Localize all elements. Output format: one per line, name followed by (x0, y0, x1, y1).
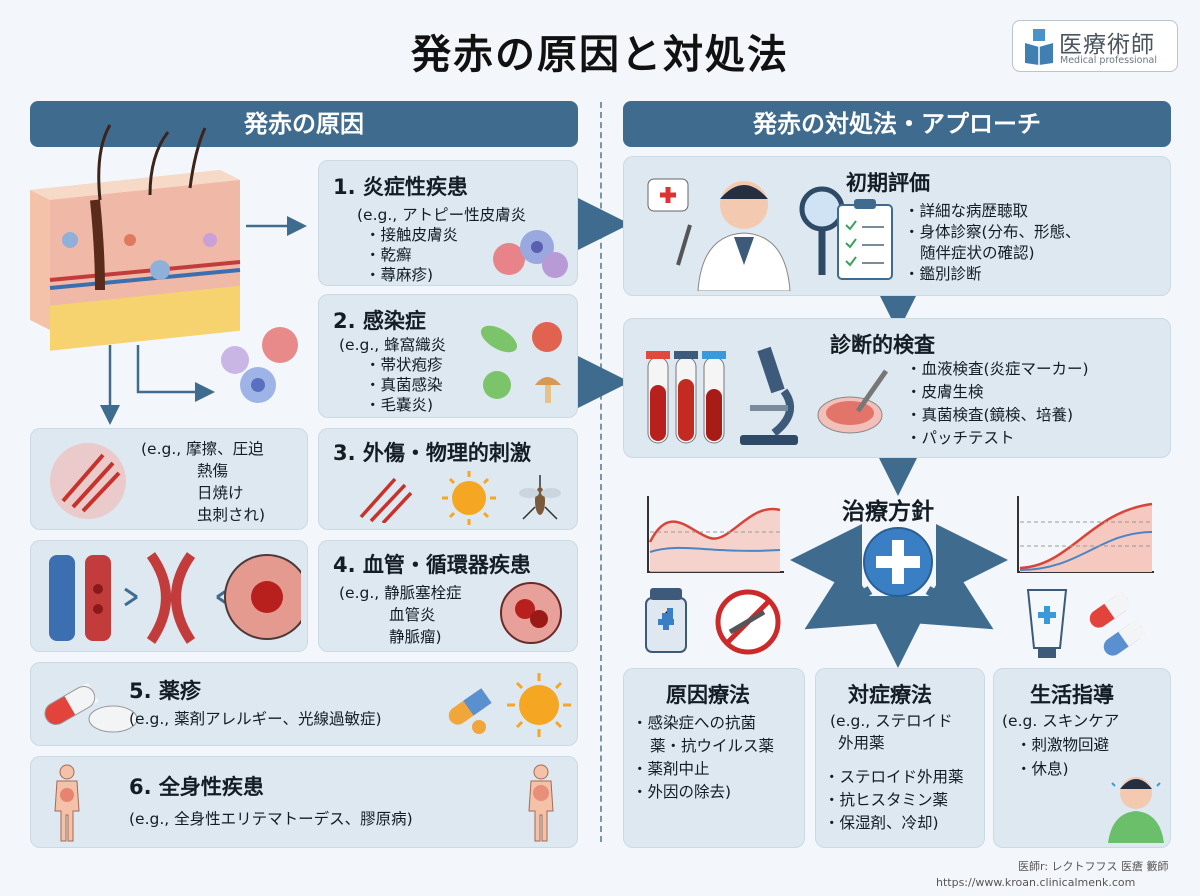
section-line: ・保湿剤、冷却) (824, 814, 939, 832)
lifestyle-guidance-card: 生活指導 (e.g. スキンケア ・刺激物回避 ・休息) (993, 668, 1171, 848)
cause-title: 1. 炎症性疾患 (333, 175, 468, 199)
human-body-icon (54, 764, 80, 842)
section-title: 生活指導 (1030, 683, 1114, 707)
section-line: ・刺激物回避 (1016, 736, 1110, 754)
section-line: ・抗ヒスタミン薬 (824, 791, 949, 809)
cause-line: (e.g., アトピー性皮膚炎 (357, 206, 527, 224)
section-line: ・鑑別診断 (904, 265, 982, 283)
footer-credit: 医師r: レクトフフス 医瘡 籔師 (1018, 860, 1169, 873)
section-line: ・身体診察(分布、形態、 (904, 223, 1081, 241)
cause-line: 熱傷 (197, 462, 229, 480)
cause-card-inflammatory: 1. 炎症性疾患 (e.g., アトピー性皮膚炎 ・接触皮膚炎 ・乾癬 ・蕁麻疹… (318, 160, 578, 286)
cause-line: ・毛嚢炎) (365, 396, 434, 414)
cause-title: 5. 薬疹 (129, 679, 201, 703)
medical-cross-icon (863, 527, 933, 597)
cause-line: ・帯状疱疹 (365, 356, 443, 374)
medicine-bottle-icon (645, 588, 781, 655)
vein-icon (49, 552, 301, 644)
initial-evaluation-card: 初期評価 ・詳細な病歴聴取 ・身体診察(分布、形態、 随伴症状の確認) ・鑑別診… (623, 156, 1171, 296)
section-line: ・血液検査(炎症マーカー) (906, 360, 1089, 378)
section-line: ・詳細な病歴聴取 (904, 202, 1029, 220)
section-title: 対症療法 (848, 683, 932, 707)
line-graph-icon (647, 496, 784, 573)
cause-card-drug: 5. 薬疹 (e.g., 薬剤アレルギー、光線過敏症) (30, 662, 578, 746)
cause-line: (e.g., 全身性エリテマトーデス、膠原病) (129, 810, 413, 828)
cause-line: ・真菌感染 (365, 376, 443, 394)
section-line: (e.g., ステロイド (830, 712, 953, 730)
clipboard-icon (837, 199, 893, 280)
section-line: 薬・抗ウイルス薬 (650, 737, 775, 755)
cause-card-trauma: 3. 外傷・物理的刺激 (318, 428, 578, 530)
line-graph-icon (1017, 496, 1154, 573)
capsule-icon (44, 682, 138, 733)
human-body-icon (528, 764, 554, 842)
causes-banner: 発赤の原因 (30, 101, 578, 147)
page-title: 発赤の原因と対処法 (411, 32, 789, 78)
cause-line: (e.g., 薬剤アレルギー、光線過敏症) (129, 710, 382, 728)
section-line: ・感染症への抗菌 (632, 714, 757, 732)
section-line: ・ステロイド外用薬 (824, 768, 964, 786)
cause-line: 静脈瘤) (389, 628, 442, 646)
cause-treatment-card: 原因療法 ・感染症への抗菌 薬・抗ウイルス薬 ・薬剤中止 ・外因の除去) (623, 668, 805, 848)
test-tube-icon (646, 351, 726, 444)
cause-title: 4. 血管・循環器疾患 (333, 553, 531, 577)
bacteria-icon (480, 322, 562, 403)
microscope-icon (740, 346, 798, 445)
cause-line: ・乾癬 (365, 246, 412, 264)
cause-line: (e.g., 摩擦、圧迫 (141, 440, 264, 458)
section-title: 初期評価 (846, 171, 930, 195)
doctor-icon (647, 178, 845, 291)
section-line: ・外因の除去) (632, 783, 732, 801)
cause-line: 血管炎 (389, 606, 436, 624)
section-line: ・パッチテスト (906, 429, 1015, 447)
section-line: 随伴症状の確認) (920, 244, 1035, 262)
section-line: ・皮膚生検 (906, 383, 984, 401)
cause-line: 日焼け (197, 484, 244, 502)
section-line: ・薬剤中止 (632, 760, 710, 778)
scratch-icon (359, 477, 413, 523)
sun-icon (442, 471, 496, 525)
logo-icon (1025, 29, 1053, 65)
cause-title: 2. 感染症 (333, 309, 426, 333)
diagnostic-tests-card: 診断的検査 ・血液検査(炎症マーカー) ・皮膚生検 ・真菌検査(鏡検、培養) ・… (623, 318, 1171, 458)
section-line: 外用薬 (838, 734, 885, 752)
treatment-plan-title: 治療方針 (842, 499, 934, 525)
section-line: ・真菌検査(鏡検、培養) (906, 406, 1074, 424)
cause-line: ・接触皮膚炎 (365, 226, 459, 244)
logo-text: 医療術師 (1059, 32, 1155, 58)
skin-cross-section-icon (30, 124, 241, 351)
symptomatic-treatment-card: 対症療法 (e.g., ステロイド 外用薬 ・ステロイド外用薬 ・抗ヒスタミン薬… (815, 668, 985, 848)
cause-line: (e.g., 蜂窩織炎 (339, 336, 447, 354)
cause-title: 3. 外傷・物理的刺激 (333, 441, 531, 465)
blood-clot-icon (500, 582, 562, 644)
cause-card-infection: 2. 感染症 (e.g., 蜂窩織炎 ・帯状疱疹 ・真菌感染 ・毛嚢炎) (318, 294, 578, 418)
cause-title: 6. 全身性疾患 (129, 775, 264, 799)
cause-card-vascular: 4. 血管・循環器疾患 (e.g., 静脈塞栓症 血管炎 静脈瘤) (318, 540, 578, 652)
footer-url: https://www.kroan.clinicalmenk.com (936, 876, 1136, 889)
section-line: (e.g. スキンケア (1002, 712, 1120, 730)
vascular-illustration-card (30, 540, 308, 652)
scratch-icon (50, 443, 126, 519)
trauma-example-card: (e.g., 摩擦、圧迫 熱傷 日焼け 虫刺され) (30, 428, 308, 530)
section-line: ・休息) (1016, 760, 1069, 778)
section-title: 診断的検査 (830, 333, 935, 357)
sun-icon (448, 673, 571, 737)
cause-line: (e.g., 静脈塞栓症 (339, 584, 462, 602)
mosquito-icon (519, 475, 561, 520)
logo: 医療術師 Medical professional (1012, 20, 1178, 72)
petri-dish-icon (817, 369, 889, 434)
approach-banner: 発赤の対処法・アプローチ (623, 101, 1171, 147)
cells-icon (493, 230, 568, 278)
patient-icon (1108, 777, 1164, 843)
cause-line: 虫刺され) (197, 506, 266, 524)
cream-tube-icon (1026, 589, 1147, 658)
cause-line: ・蕁麻疹) (365, 266, 434, 284)
logo-subtitle: Medical professional (1060, 55, 1157, 66)
column-divider (600, 102, 602, 842)
section-title: 原因療法 (666, 683, 750, 707)
cause-card-systemic: 6. 全身性疾患 (e.g., 全身性エリテマトーデス、膠原病) (30, 756, 578, 848)
cells-icon (221, 327, 298, 403)
